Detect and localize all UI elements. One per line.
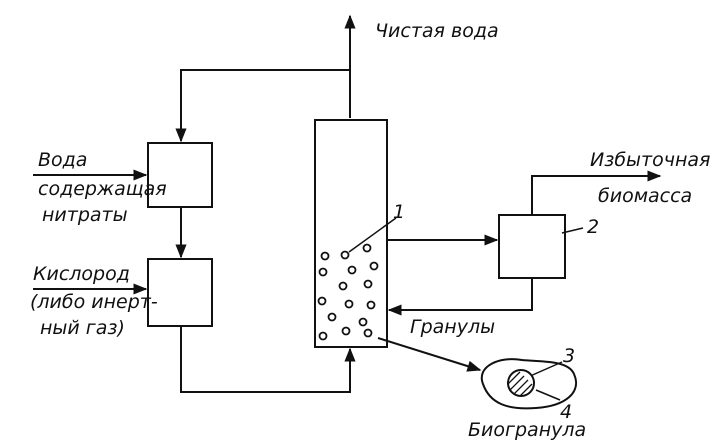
granule bbox=[327, 312, 337, 322]
granule bbox=[338, 281, 348, 291]
feed-to-reactor-line bbox=[180, 326, 356, 393]
shell-number: 4 bbox=[560, 401, 572, 423]
water-label-line3: нитраты bbox=[42, 204, 128, 226]
recycle-line bbox=[175, 69, 350, 143]
reactor-number: 1 bbox=[393, 201, 405, 223]
leader-1 bbox=[348, 217, 397, 253]
clean-water-label: Чистая вода bbox=[375, 20, 499, 42]
granule bbox=[318, 267, 328, 277]
core-number: 3 bbox=[563, 345, 575, 367]
granule bbox=[341, 326, 351, 336]
reactor-granules bbox=[317, 243, 379, 341]
granules-label: Гранулы bbox=[410, 316, 495, 338]
oxygen-label: Кислород bbox=[33, 263, 130, 285]
mixing-box-upper bbox=[147, 142, 213, 208]
granule bbox=[344, 299, 354, 309]
leader-3 bbox=[527, 361, 563, 378]
excess-biomass-outlet bbox=[531, 170, 662, 215]
granule bbox=[318, 331, 328, 341]
separator-box bbox=[498, 214, 566, 279]
oxygen-label-line3: ный газ) bbox=[40, 317, 125, 339]
granule bbox=[320, 251, 330, 261]
water-label-line2: содержащая bbox=[38, 178, 167, 200]
water-label: Вода bbox=[38, 149, 87, 171]
granule bbox=[340, 250, 350, 260]
reactor-column bbox=[314, 119, 388, 348]
leader-4 bbox=[535, 389, 561, 401]
granule bbox=[363, 328, 373, 338]
granule bbox=[358, 317, 368, 327]
granule bbox=[366, 300, 376, 310]
granule bbox=[317, 296, 327, 306]
granule bbox=[363, 279, 373, 289]
granule bbox=[362, 243, 372, 253]
granules-return-line bbox=[387, 278, 533, 316]
excess-biomass-label-line2: биомасса bbox=[598, 185, 692, 207]
granule bbox=[369, 261, 379, 271]
biogranule-label: Биогранула bbox=[468, 419, 586, 441]
oxygen-label-line2: (либо инерт- bbox=[30, 291, 158, 313]
granule bbox=[347, 265, 357, 275]
biogranule-shell bbox=[480, 358, 577, 410]
reactor-to-biogranule-arrow bbox=[377, 337, 482, 372]
mixing-box-lower bbox=[147, 258, 213, 327]
excess-biomass-label-line1: Избыточная bbox=[590, 149, 710, 171]
leader-2 bbox=[561, 227, 584, 234]
biogranule-core bbox=[507, 369, 535, 397]
separator-number: 2 bbox=[587, 216, 599, 238]
